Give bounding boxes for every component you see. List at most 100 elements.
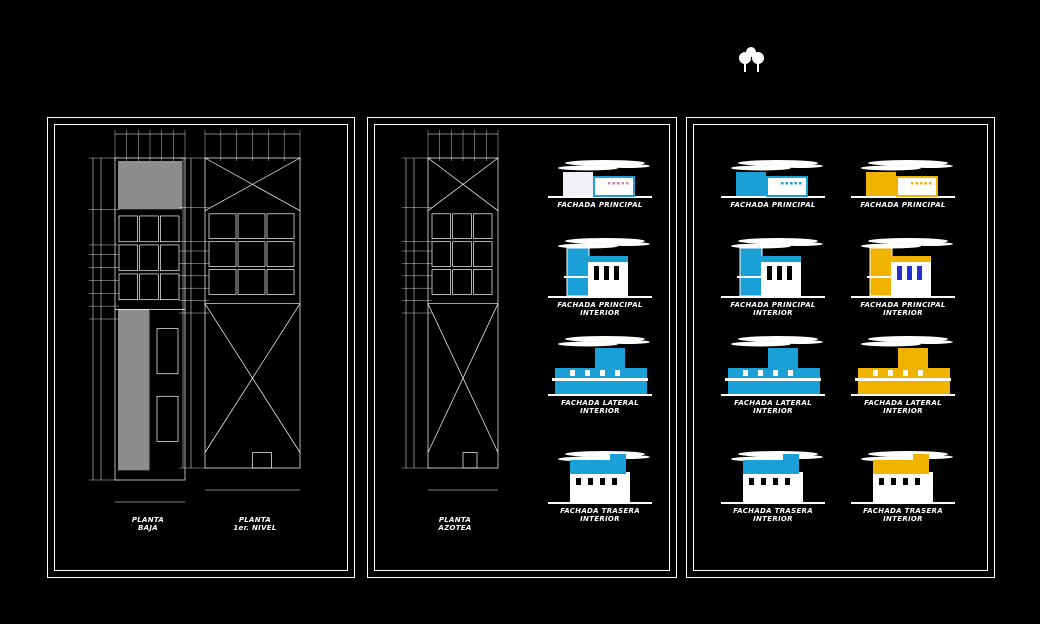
window	[604, 266, 609, 280]
window	[873, 370, 878, 376]
window	[777, 266, 782, 280]
sheet-outer-border	[367, 117, 677, 578]
plan-outline	[427, 157, 499, 469]
elevation-s3-4	[851, 238, 955, 298]
sheet-1	[47, 117, 355, 578]
cloud	[731, 341, 791, 347]
facade-garage	[766, 176, 808, 197]
plan-planta-baja	[89, 130, 186, 503]
room	[472, 213, 493, 239]
facade-tower	[566, 247, 590, 297]
window	[787, 266, 792, 280]
elevation-s3-2-label: FACHADA PRINCIPAL	[860, 201, 945, 209]
label-subtitle: INTERIOR	[753, 309, 793, 317]
window	[929, 182, 932, 185]
elevation-s3-2	[851, 160, 955, 198]
window	[891, 478, 896, 485]
room	[118, 273, 139, 301]
room	[118, 215, 139, 243]
window	[907, 266, 912, 280]
window	[749, 478, 754, 485]
elevation-s2-1-label: FACHADA PRINCIPAL	[557, 201, 642, 209]
label-title: FACHADA TRASERA	[560, 507, 640, 515]
window	[617, 182, 620, 185]
room	[159, 273, 180, 301]
label-subtitle: INTERIOR	[753, 407, 793, 415]
cloud	[909, 164, 953, 168]
plan-azotea	[402, 130, 499, 491]
balcony	[737, 276, 763, 278]
label-title: FACHADA PRINCIPAL	[860, 201, 946, 209]
facade-band	[761, 256, 801, 262]
window	[767, 266, 772, 280]
window	[897, 266, 902, 280]
cloud	[606, 340, 650, 344]
elevation-s3-3	[721, 238, 825, 298]
car-icon	[156, 328, 179, 375]
label-subtitle: AZOTEA	[438, 524, 472, 532]
cloud	[558, 341, 618, 347]
label-subtitle: INTERIOR	[753, 515, 793, 523]
room	[139, 244, 159, 272]
room	[431, 213, 452, 239]
window	[903, 478, 908, 485]
window	[612, 182, 615, 185]
window	[915, 182, 918, 185]
room	[472, 269, 493, 295]
label-subtitle: INTERIOR	[580, 407, 620, 415]
ground-line	[721, 296, 825, 298]
facade-block	[563, 172, 593, 196]
ground-line	[851, 394, 955, 396]
window	[621, 182, 624, 185]
ground-line	[721, 502, 825, 504]
window	[588, 478, 593, 485]
label-subtitle: BAJA	[138, 524, 158, 532]
room	[237, 269, 266, 295]
facade-upper	[873, 460, 913, 474]
label-title: FACHADA PRINCIPAL	[557, 301, 643, 309]
facade-body	[570, 472, 630, 502]
plan-outline	[204, 157, 301, 469]
elevation-s3-6	[851, 336, 955, 396]
facade-body	[873, 472, 933, 502]
cloud	[731, 165, 791, 171]
window	[600, 478, 605, 485]
elevation-s3-1-label: FACHADA PRINCIPAL	[730, 201, 815, 209]
balcony	[867, 276, 893, 278]
ground-line	[721, 394, 825, 396]
room	[266, 241, 295, 267]
label-title: FACHADA TRASERA	[863, 507, 943, 515]
ground-line	[548, 394, 652, 396]
window	[761, 478, 766, 485]
room	[452, 213, 472, 239]
cloud	[606, 164, 650, 168]
room	[208, 213, 237, 239]
room	[139, 215, 159, 243]
facade-tower	[913, 454, 929, 474]
sheet-3	[686, 117, 995, 578]
sheet-inner-border	[693, 124, 988, 571]
car-icon	[156, 395, 179, 442]
room	[237, 213, 266, 239]
room	[208, 241, 237, 267]
label-subtitle: INTERIOR	[883, 407, 923, 415]
window	[576, 478, 581, 485]
room	[266, 269, 295, 295]
slab	[725, 378, 821, 381]
window	[785, 182, 788, 185]
elevation-s2-2	[548, 238, 652, 298]
cloud	[909, 242, 953, 246]
room	[431, 269, 452, 295]
window	[903, 370, 908, 376]
elevation-s2-3	[548, 336, 652, 396]
window	[773, 478, 778, 485]
label-subtitle: INTERIOR	[883, 515, 923, 523]
window	[614, 266, 619, 280]
